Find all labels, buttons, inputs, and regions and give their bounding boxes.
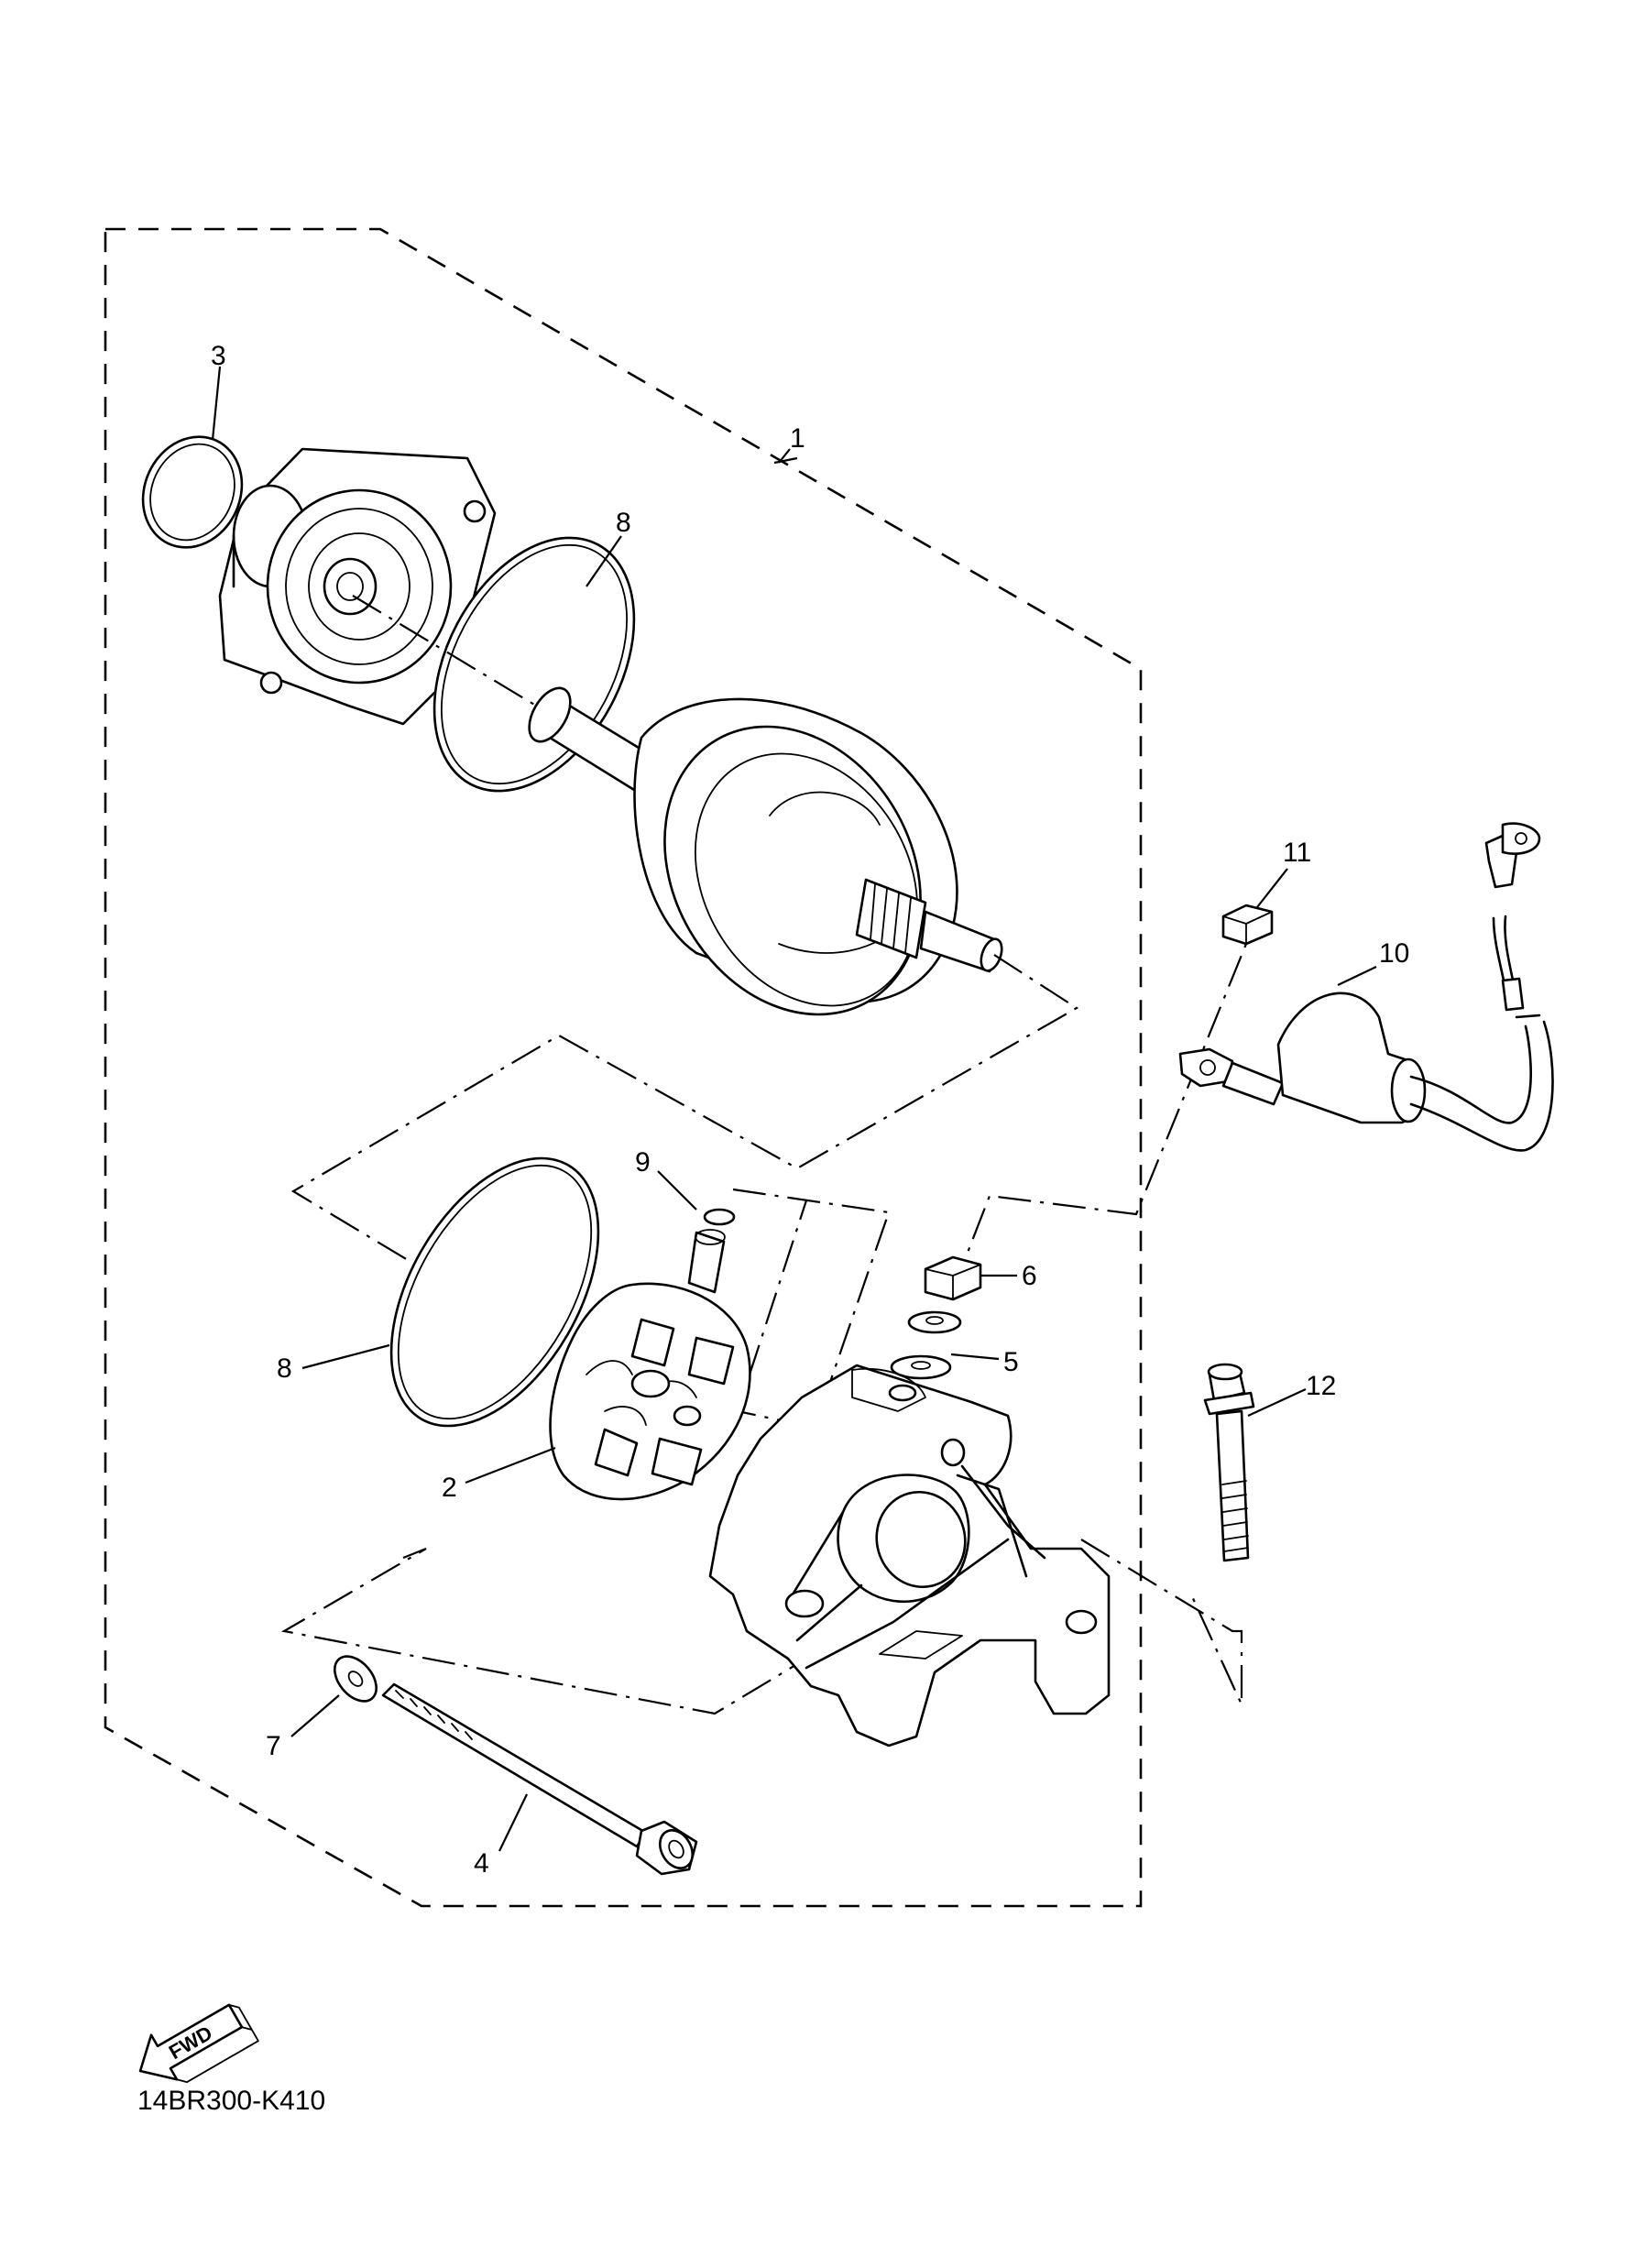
nut-11	[1221, 904, 1274, 946]
alignment-line-armature	[290, 954, 1079, 1261]
bolt-12	[1203, 1363, 1255, 1562]
callout-4: 4	[474, 1848, 489, 1879]
front-cover-part	[218, 447, 497, 726]
assembly-boundary	[104, 227, 1143, 1908]
callout-6: 6	[1022, 1261, 1037, 1291]
leader-10	[1337, 966, 1377, 986]
leader-1	[773, 456, 798, 465]
rear-cover-part	[708, 1364, 1111, 1748]
callout-8-upper: 8	[616, 508, 631, 538]
alignment-line-bolt	[1080, 1539, 1243, 1705]
callout-5: 5	[1003, 1347, 1019, 1377]
o-ring-8-lower	[389, 1156, 600, 1428]
leader-2	[465, 1446, 556, 1485]
callout-12: 12	[1306, 1371, 1336, 1401]
brush-holder-part	[549, 1229, 751, 1501]
through-bolt-4	[381, 1682, 698, 1876]
leader-5	[950, 1353, 1000, 1361]
washer-9	[703, 1208, 736, 1226]
leader-8-upper	[586, 535, 622, 587]
o-ring-3	[141, 435, 244, 549]
armature-yoke-part	[352, 595, 1003, 1016]
callout-10: 10	[1379, 938, 1409, 969]
alignment-line-throughbolt	[280, 1547, 830, 1715]
alignment-line-terminal	[951, 943, 1248, 1291]
callout-1: 1	[790, 423, 805, 454]
washer-7	[334, 1655, 378, 1703]
leader-1-tick	[778, 448, 791, 464]
lead-wire-10	[1178, 822, 1554, 1152]
leader-7	[290, 1694, 340, 1737]
leader-12	[1247, 1388, 1307, 1417]
leader-4	[498, 1793, 528, 1852]
forward-direction-arrow: FWD	[138, 2003, 259, 2084]
diagram-code: 14BR300-K410	[137, 2086, 325, 2116]
leader-8-lower	[301, 1343, 390, 1370]
leader-3	[211, 366, 222, 441]
leader-11	[1256, 868, 1288, 908]
callout-3: 3	[211, 341, 226, 371]
callout-11: 11	[1283, 838, 1311, 868]
callout-8-lower: 8	[277, 1353, 292, 1384]
callout-9: 9	[635, 1147, 651, 1178]
callout-2: 2	[442, 1473, 457, 1503]
callout-7: 7	[266, 1731, 281, 1761]
leader-9	[657, 1170, 697, 1211]
washer-5-large	[890, 1354, 952, 1380]
nut-6	[924, 1255, 982, 1301]
washer-5-small	[907, 1310, 962, 1334]
